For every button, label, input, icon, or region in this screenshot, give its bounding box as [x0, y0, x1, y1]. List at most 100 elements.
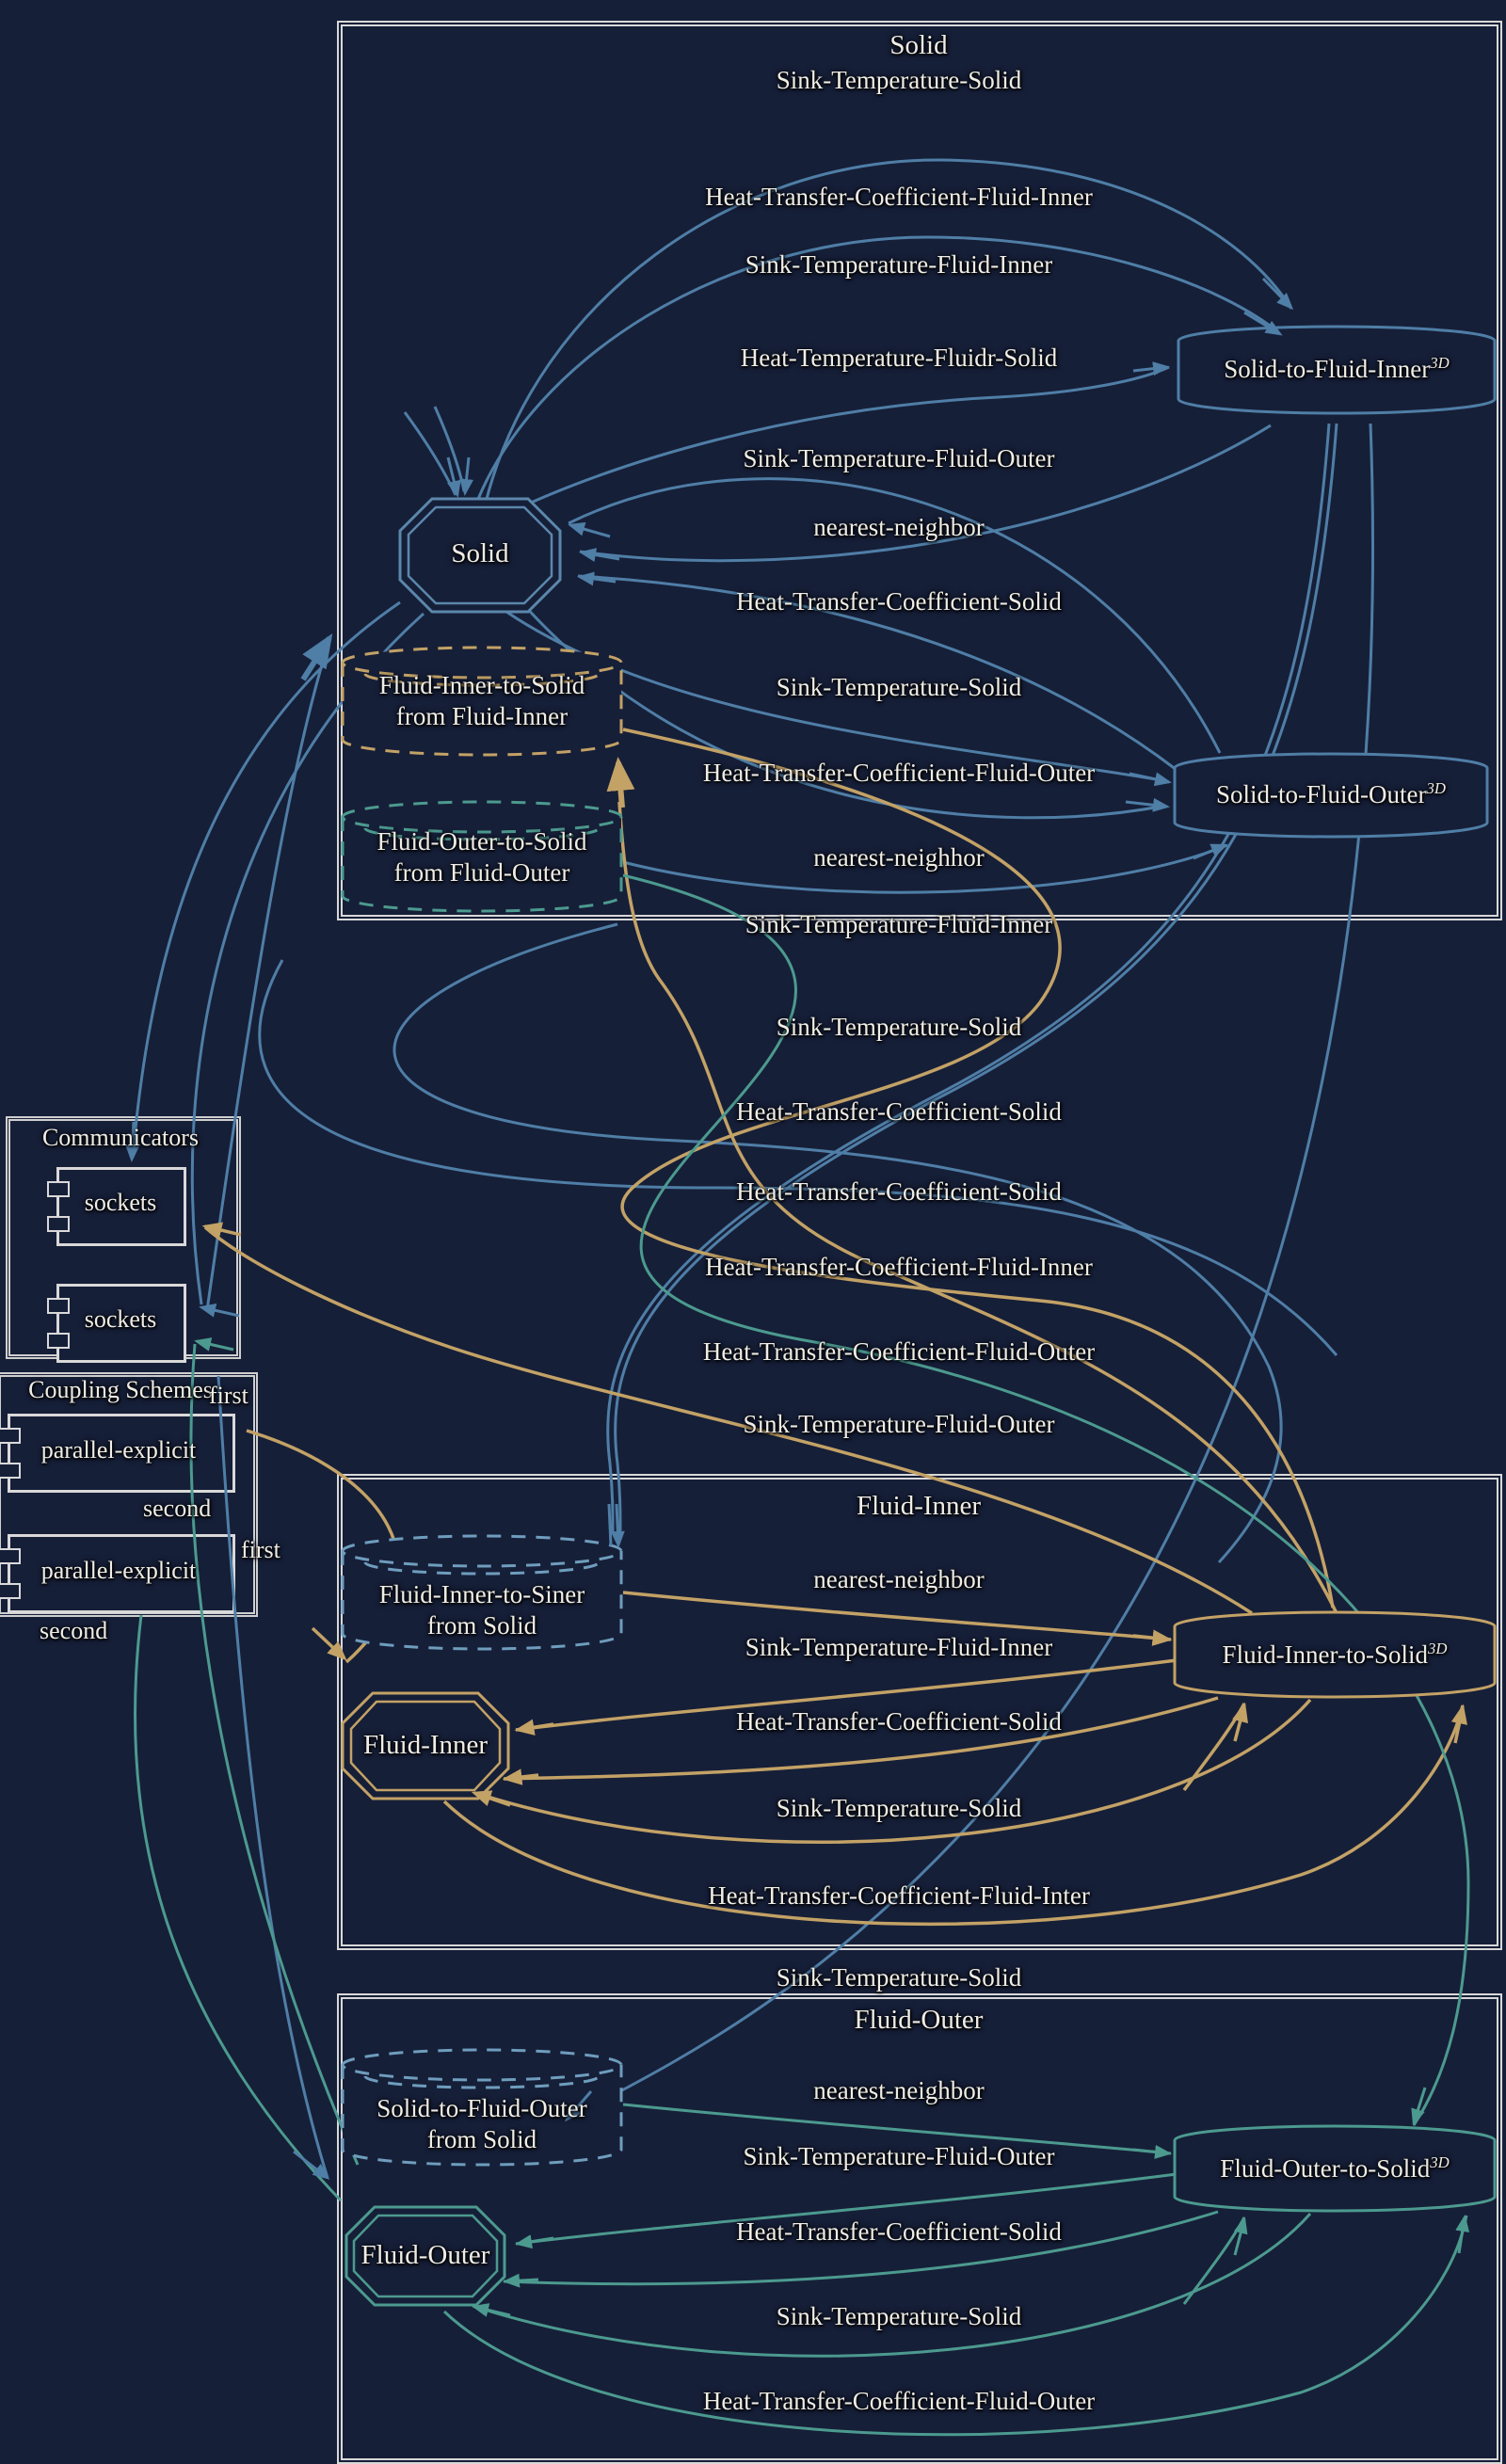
edge-label: Heat-Transfer-Coefficient-Fluid-Inner	[705, 1253, 1093, 1281]
cylinder-label-text: Solid-to-Fluid-Outer	[1216, 780, 1427, 808]
blue-arrowheads	[125, 277, 1294, 2180]
edge-label: nearest-neighhor	[813, 843, 985, 872]
component-port-icon	[47, 1298, 70, 1314]
dashed-node-line2: from Solid	[426, 2125, 537, 2153]
solid-mesh-cylinders	[1173, 325, 1497, 2213]
solid-participant-box	[337, 21, 1502, 920]
dashed-node-line1: Fluid-Inner-to-Siner	[378, 1580, 585, 1608]
component-port-icon	[0, 1548, 21, 1564]
coupling-scheme-label-2: parallel-explicit	[40, 1557, 197, 1584]
dashed-node-line1: Fluid-Outer-to-Solid	[376, 827, 587, 856]
edge-label: Sink-Temperature-Solid	[776, 2302, 1022, 2330]
edge-label: Heat-Transfer-Coefficient-Solid	[736, 2217, 1062, 2246]
teal-edge-curves	[133, 873, 1470, 2437]
dashed-node-fi-to-siner-label: Fluid-Inner-to-Siner from Solid	[379, 1579, 585, 1641]
fluid-outer-participant-box	[337, 1993, 1502, 2464]
fluid-inner-participant-box	[337, 1474, 1502, 1950]
dashed-node-line1: Solid-to-Fluid-Outer	[376, 2094, 587, 2122]
dashed-node-solid-to-fo-label: Solid-to-Fluid-Outer from Solid	[376, 2093, 587, 2155]
node-solid	[398, 497, 562, 614]
communicators-title: Communicators	[41, 1124, 200, 1151]
coupling-scheme-component-1	[0, 1414, 235, 1493]
edge-label: Sink-Temperature-Fluid-Inner	[745, 1633, 1053, 1661]
edge-label: Sink-Temperature-Fluid-Outer	[743, 1410, 1055, 1438]
cylinder-fluid-outer-to-solid-label: Fluid-Outer-to-Solid3D	[1220, 2153, 1449, 2184]
component-port-icon	[47, 1216, 70, 1232]
gold-arrowheads	[201, 757, 1467, 1807]
coupling-scheme-label-1: parallel-explicit	[40, 1436, 197, 1464]
mesh-solid-to-fluid-inner-3d	[1177, 325, 1497, 415]
component-port-icon	[0, 1463, 21, 1479]
dashed-mesh-cylinders	[341, 646, 623, 2167]
coupling-schemes-title: Coupling Schemes	[28, 1376, 213, 1403]
edge-label: Heat-Transfer-Coefficient-Fluid-Inner	[705, 183, 1093, 211]
cylinder-label-text: Fluid-Inner-to-Solid	[1222, 1640, 1428, 1669]
dashed-node-line1: Fluid-Inner-to-Solid	[378, 671, 585, 699]
edge-label: Sink-Temperature-Fluid-Outer	[743, 444, 1055, 472]
order-label-second-bottom: second	[40, 1617, 108, 1644]
edge-label: Sink-Temperature-Solid	[776, 1794, 1022, 1822]
cylinder-label-sup: 3D	[1426, 779, 1446, 797]
cylinder-label-text: Solid-to-Fluid-Inner	[1224, 355, 1431, 383]
cylinder-label-text: Fluid-Outer-to-Solid	[1220, 2154, 1431, 2183]
order-label-first-top: first	[209, 1382, 248, 1409]
edge-label: Heat-Transfer-Coefficient-Fluid-Outer	[702, 1337, 1096, 1366]
edge-label: Heat-Transfer-Coefficient-Fluid-Inter	[708, 1881, 1090, 1910]
mesh-solid-to-fluid-outer-from-solid	[341, 2048, 623, 2167]
edge-label: nearest-neighbor	[813, 2076, 985, 2104]
solid-box-title: Solid	[889, 30, 948, 60]
edge-label: Sink-Temperature-Fluid-Inner	[745, 250, 1053, 279]
node-fluid-inner	[341, 1691, 510, 1800]
cylinder-label-sup: 3D	[1428, 1640, 1448, 1657]
socket-component-1	[47, 1167, 186, 1246]
node-fluid-inner-label: Fluid-Inner	[362, 1730, 489, 1760]
mesh-fluid-outer-to-solid-from-fluid-outer	[341, 800, 623, 913]
socket-component-2	[47, 1284, 186, 1363]
edge-label: nearest-neighbor	[813, 1565, 985, 1593]
order-label-second-top: second	[143, 1495, 212, 1522]
component-port-icon	[0, 1583, 21, 1599]
edge-label: nearest-neighbor	[813, 513, 985, 541]
cylinder-solid-to-fluid-inner-label: Solid-to-Fluid-Inner3D	[1224, 354, 1449, 384]
fluid-inner-box-title: Fluid-Inner	[856, 1491, 982, 1521]
cylinder-solid-to-fluid-outer-label: Solid-to-Fluid-Outer3D	[1216, 779, 1446, 809]
mesh-solid-to-fluid-outer-3d	[1173, 752, 1489, 839]
mesh-fluid-outer-to-solid-3d	[1173, 2124, 1497, 2213]
order-label-first-bottom: first	[241, 1536, 280, 1563]
dashed-node-line2: from Fluid-Outer	[393, 858, 570, 887]
edge-label: Heat-Transfer-Coefficient-Solid	[736, 587, 1062, 616]
cylinder-label-sup: 3D	[1430, 2153, 1450, 2171]
node-fluid-outer-label: Fluid-Outer	[360, 2240, 490, 2270]
mesh-fluid-inner-to-solid-3d	[1173, 1610, 1497, 1699]
component-port-icon	[0, 1428, 21, 1444]
component-port-icon	[47, 1333, 70, 1349]
fluid-outer-box-title: Fluid-Outer	[854, 2005, 984, 2035]
solid-box-subtitle: Sink-Temperature-Solid	[776, 66, 1022, 94]
component-port-icon	[47, 1181, 70, 1197]
dashed-node-line2: from Fluid-Inner	[395, 702, 569, 730]
edge-label: Heat-Transfer-Coefficient-Solid	[736, 1097, 1062, 1126]
edge-label: Heat-Temperature-Fluidr-Solid	[740, 344, 1058, 372]
mesh-fluid-inner-to-solid-from-fluid-inner	[341, 646, 623, 757]
coupling-schemes-box	[0, 1372, 258, 1617]
edge-label: Sink-Temperature-Fluid-Outer	[743, 2142, 1055, 2170]
socket-label-2: sockets	[84, 1305, 157, 1333]
edge-label: Sink-Temperature-Solid	[776, 1963, 1022, 1992]
teal-arrowheads	[194, 1337, 1470, 2317]
edge-label: Heat-Transfer-Coefficient-Fluid-Outer	[702, 759, 1096, 787]
cylinder-fluid-inner-to-solid-label: Fluid-Inner-to-Solid3D	[1223, 1640, 1448, 1670]
dashed-node-line2: from Solid	[426, 1611, 537, 1640]
participant-octagons	[341, 497, 562, 2307]
socket-label-1: sockets	[84, 1189, 157, 1216]
edge-label: Heat-Transfer-Coefficient-Fluid-Outer	[702, 2387, 1096, 2415]
mesh-fluid-inner-to-siner-from-solid	[341, 1534, 623, 1651]
edge-label: Sink-Temperature-Solid	[776, 673, 1022, 701]
edge-label: Heat-Transfer-Coefficient-Solid	[736, 1707, 1062, 1736]
node-solid-label: Solid	[451, 538, 509, 568]
dashed-node-fo-to-solid-label: Fluid-Outer-to-Solid from Fluid-Outer	[377, 826, 587, 888]
edge-label: Sink-Temperature-Solid	[776, 1013, 1022, 1041]
edge-label: Heat-Transfer-Coefficient-Solid	[736, 1177, 1062, 1206]
cylinder-label-sup: 3D	[1430, 354, 1450, 372]
